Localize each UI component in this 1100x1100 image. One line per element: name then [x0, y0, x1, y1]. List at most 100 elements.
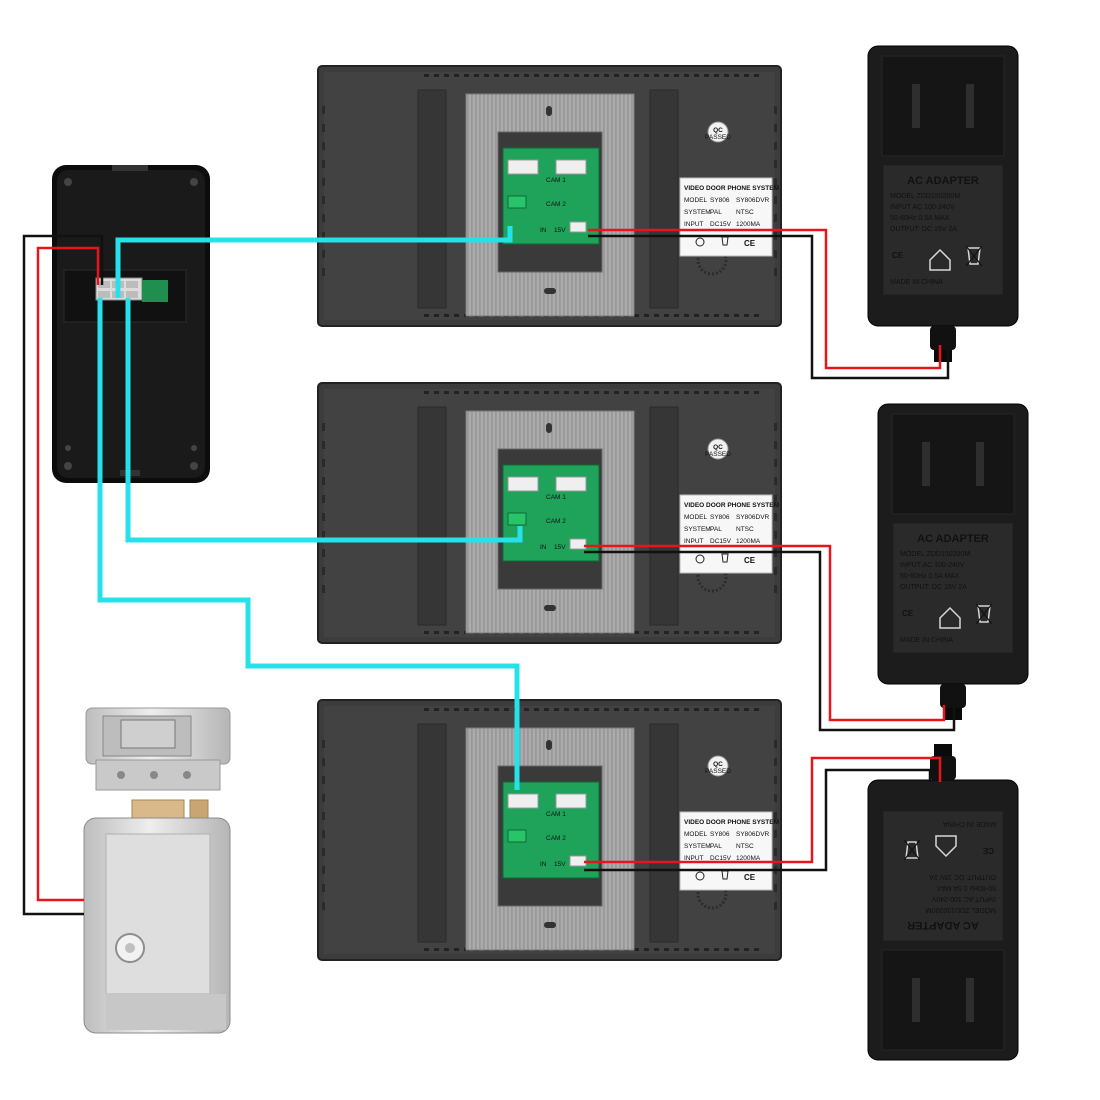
signal-cable-monitor-2	[125, 298, 523, 543]
weee-bin-icon	[721, 553, 729, 563]
indoor-use-icon	[939, 606, 961, 629]
cable-strain-relief	[930, 756, 956, 780]
plug-prong	[922, 442, 930, 486]
system-label: SYSTEM	[684, 526, 711, 533]
screw-icon	[190, 462, 198, 470]
screw-icon	[64, 462, 72, 470]
power-in-connector	[569, 538, 587, 550]
cam1-label: CAM 1	[546, 177, 566, 184]
qc-label: QC	[713, 444, 723, 451]
model-option-2: SY806DVR	[736, 831, 770, 838]
weee-bin-icon	[977, 605, 991, 623]
sticker-title: VIDEO DOOR PHONE SYSTEM	[684, 185, 779, 192]
adapter-title: AC ADAPTER	[907, 175, 979, 187]
input-label: INPUT	[684, 221, 704, 228]
cam2-label: CAM 2	[546, 518, 566, 525]
system-label: SYSTEM	[684, 209, 711, 216]
cam1-connector	[507, 159, 539, 175]
cam1-connector	[507, 793, 539, 809]
power-in-connector	[569, 221, 587, 233]
spec-sticker	[679, 811, 773, 891]
power-in-connector	[569, 855, 587, 867]
system-option-2: NTSC	[736, 843, 754, 850]
lock-strike-plate	[85, 707, 231, 791]
in-label: IN	[540, 861, 547, 868]
input-label: INPUT	[684, 538, 704, 545]
polarity-icon	[695, 237, 705, 247]
ce-mark: CE	[744, 556, 756, 565]
adapter-input: INPUT AC 100-240V	[890, 204, 955, 211]
adapter-frequency: 50-60Hz 0.5A MAX	[936, 884, 996, 891]
system-option-1: PAL	[710, 843, 722, 850]
adapter-model: MODEL ZDD150200M	[890, 193, 960, 200]
adapter-input: INPUT AC 100-240V	[931, 895, 996, 902]
cam1-connector	[507, 476, 539, 492]
adapter-made-in: MADE IN CHINA	[890, 279, 943, 286]
input-label: INPUT	[684, 855, 704, 862]
adapter-title: AC ADAPTER	[907, 919, 979, 931]
lock-wire-black	[22, 234, 104, 916]
qc-sticker	[707, 755, 729, 777]
system-option-2: NTSC	[736, 209, 754, 216]
dc-label: 15V	[554, 544, 566, 551]
ce-mark: CE	[744, 239, 756, 248]
ce-mark: CE	[744, 873, 756, 882]
screw-icon	[190, 178, 198, 186]
signal-cable-monitor-1	[115, 226, 513, 298]
qc-sticker	[707, 121, 729, 143]
system-option-2: NTSC	[736, 526, 754, 533]
cable-strain-relief	[930, 326, 956, 350]
polarity-icon	[695, 871, 705, 881]
power-wire-red-2	[584, 544, 946, 722]
lock-wire-red	[36, 246, 100, 902]
adapter-made-in: MADE IN CHINA	[900, 637, 953, 644]
screw-icon	[64, 178, 72, 186]
adapter-title: AC ADAPTER	[917, 533, 989, 545]
camera-pcb	[142, 280, 168, 302]
system-option-1: PAL	[710, 209, 722, 216]
model-label: MODEL	[684, 197, 708, 204]
in-label: IN	[540, 227, 547, 234]
cable-strain-relief	[940, 684, 966, 708]
adapter-label-panel	[893, 523, 1013, 653]
cam1b-connector	[555, 476, 587, 492]
cam2-label: CAM 2	[546, 201, 566, 208]
input-current: 1200MA	[736, 221, 761, 228]
plug-prong	[966, 84, 974, 128]
adapter-model: MODEL ZDD150200M	[900, 551, 970, 558]
system-option-1: PAL	[710, 526, 722, 533]
model-label: MODEL	[684, 831, 708, 838]
dc-label: 15V	[554, 861, 566, 868]
model-label: MODEL	[684, 514, 708, 521]
power-wire-red-3	[584, 756, 942, 864]
model-option-1: SY806	[710, 514, 730, 521]
cam1b-connector	[555, 159, 587, 175]
lock-body	[83, 817, 231, 1034]
adapter-ce-mark: CE	[892, 251, 904, 260]
adapter-output: OUTPUT: DC 15V 2A	[929, 873, 996, 880]
adapter-output: OUTPUT: DC 15V 2A	[900, 584, 967, 591]
ac-adapter-3: AC ADAPTER MODEL ZDD150200M INPUT AC 100-2…	[867, 744, 1019, 1061]
cam1b-connector	[555, 793, 587, 809]
model-option-2: SY806DVR	[736, 197, 770, 204]
input-current: 1200MA	[736, 855, 761, 862]
power-wire-black-3	[584, 768, 932, 872]
wires	[22, 226, 956, 916]
spec-sticker	[679, 177, 773, 257]
plug-prong	[912, 84, 920, 128]
sticker-title: VIDEO DOOR PHONE SYSTEM	[684, 502, 779, 509]
adapter-model: MODEL ZDD150200M	[926, 906, 996, 913]
dc-label: 15V	[554, 227, 566, 234]
model-option-2: SY806DVR	[736, 514, 770, 521]
plug-prong	[966, 978, 974, 1022]
qc-sticker	[707, 438, 729, 460]
system-label: SYSTEM	[684, 843, 711, 850]
weee-bin-icon	[967, 247, 981, 265]
in-label: IN	[540, 544, 547, 551]
input-voltage: DC15V	[710, 538, 732, 545]
qc-sub-label: PASSED	[705, 134, 731, 141]
